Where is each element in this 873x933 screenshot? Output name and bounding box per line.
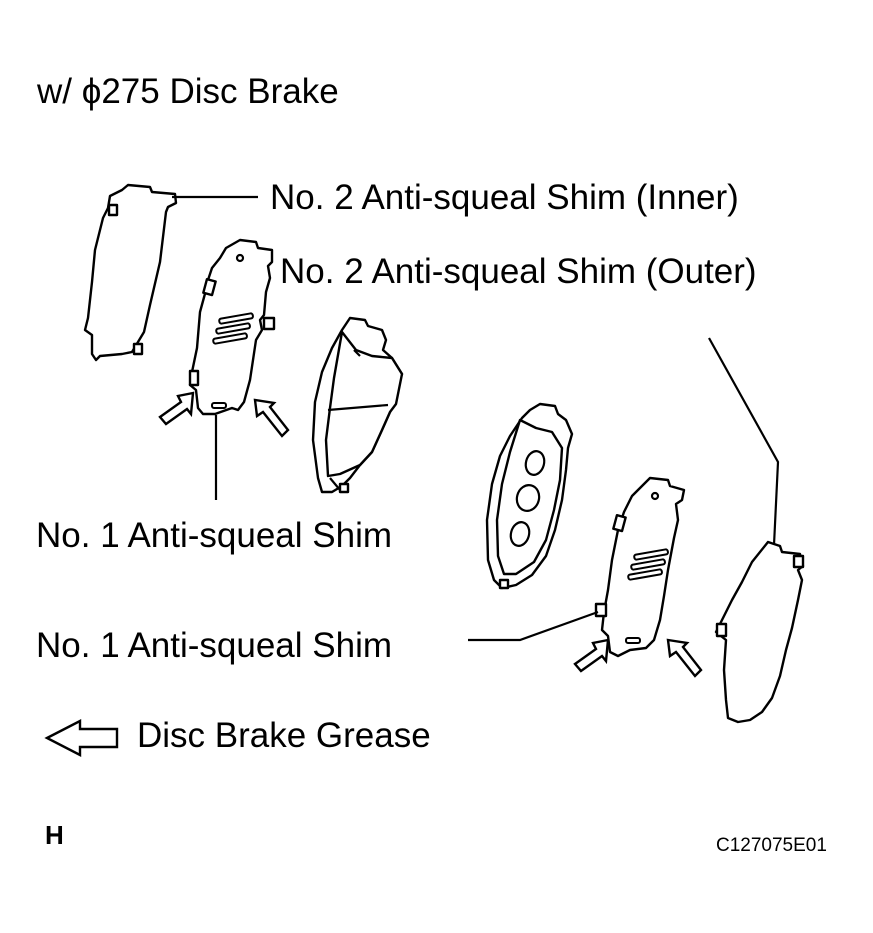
upper-shim1-part: [188, 238, 276, 416]
lower-grease-arrow-left: [573, 638, 610, 673]
upper-grease-arrow-right: [253, 398, 290, 438]
label-no1-shim-upper: No. 1 Anti-squeal Shim: [36, 516, 393, 555]
lower-brake-pad-part: [485, 402, 574, 590]
leader-line-shim2-outer: [708, 337, 780, 546]
diagram-title: w/ ϕ275 Disc Brake: [37, 72, 339, 111]
label-no1-shim-lower: No. 1 Anti-squeal Shim: [36, 626, 393, 665]
lower-shim1-part: [594, 476, 686, 658]
upper-grease-arrow-left: [158, 391, 195, 426]
hollow-left-arrow-icon: [44, 719, 119, 757]
lower-grease-arrow-right: [666, 638, 703, 678]
label-no2-shim-inner: No. 2 Anti-squeal Shim (Inner): [270, 178, 739, 217]
upper-shim2-inner-part: [83, 183, 178, 362]
label-no2-shim-outer: No. 2 Anti-squeal Shim (Outer): [280, 252, 757, 291]
legend-grease-label: Disc Brake Grease: [137, 716, 431, 755]
lower-shim2-outer-part: [714, 540, 805, 724]
figure-code: C127075E01: [716, 835, 827, 856]
section-letter: H: [45, 820, 64, 850]
leader-line-shim1-lower: [468, 610, 599, 642]
upper-brake-pad-part: [311, 316, 404, 494]
